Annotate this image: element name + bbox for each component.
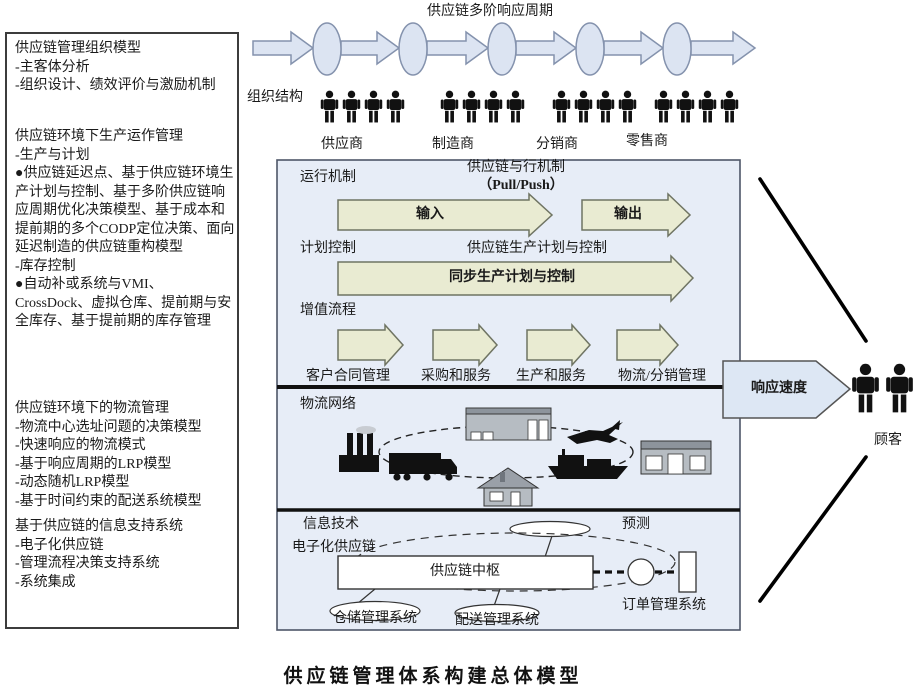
role-group-retailer xyxy=(654,88,739,125)
customer-label: 顾客 xyxy=(874,433,902,448)
role-group-distributor xyxy=(552,88,637,125)
value-arrow-label-2: 采购和服务 xyxy=(421,369,491,384)
person-silhouette-icon xyxy=(886,363,913,413)
input-arrow-label: 输入 xyxy=(416,207,444,222)
supply-chain-cycle-arrows xyxy=(252,22,757,76)
person-silhouette-icon xyxy=(720,90,739,123)
converge-line-top xyxy=(758,177,868,343)
input-arrow xyxy=(337,192,554,238)
cycle-node-ellipse xyxy=(487,22,517,76)
hub-label: 供应链中枢 xyxy=(430,564,500,579)
sidebar-block-logistics: 供应链环境下的物流管理 -物流中心选址问题的决策模型 -快速响应的物流模式 -基… xyxy=(15,401,202,509)
value-arrow-2 xyxy=(432,323,499,367)
value-process-label: 增值流程 xyxy=(300,303,356,318)
value-arrow-label-3: 生产和服务 xyxy=(516,369,586,384)
role-group-supplier xyxy=(320,88,405,125)
esc-dashed-ellipse xyxy=(354,532,676,592)
slide-title: 供应链管理体系构建总体模型 xyxy=(283,666,583,687)
plan-header: 供应链生产计划与控制 xyxy=(467,241,607,256)
customer-group xyxy=(851,358,914,418)
person-silhouette-icon xyxy=(552,90,571,123)
person-silhouette-icon xyxy=(596,90,615,123)
cycle-node-ellipse xyxy=(575,22,605,76)
person-silhouette-icon xyxy=(462,90,481,123)
person-silhouette-icon xyxy=(574,90,593,123)
value-arrow-4 xyxy=(616,323,680,367)
forecast-ellipse xyxy=(509,520,591,538)
output-arrow-label: 输出 xyxy=(614,207,642,222)
order-node-circle xyxy=(627,558,655,586)
sync-arrow-label: 同步生产计划与控制 xyxy=(449,270,575,285)
connector-line xyxy=(544,535,553,558)
value-arrow-label-1: 客户合同管理 xyxy=(306,369,390,384)
org-structure-label: 组织结构 xyxy=(247,90,303,105)
speed-arrow-label: 响应速度 xyxy=(751,381,807,396)
dms-label: 配送管理系统 xyxy=(455,613,539,628)
ship-icon xyxy=(548,449,628,479)
sidebar-research-topics: 供应链管理组织模型 -主客体分析 -组织设计、绩效评价与激励机制 供应链环境下生… xyxy=(5,32,239,629)
connector-line xyxy=(493,588,501,607)
pull-push-subheader: （Pull/Push） xyxy=(478,178,564,193)
person-silhouette-icon xyxy=(440,90,459,123)
it-label: 信息技术 xyxy=(303,517,359,532)
role-label-distributor: 分销商 xyxy=(536,137,578,152)
warehouse-icon xyxy=(465,407,552,441)
person-silhouette-icon xyxy=(654,90,673,123)
person-silhouette-icon xyxy=(386,90,405,123)
factory-icon xyxy=(339,426,379,472)
plan-control-label: 计划控制 xyxy=(300,241,356,256)
run-mechanism-label: 运行机制 xyxy=(300,170,356,185)
forecast-label: 预测 xyxy=(622,517,650,532)
esc-label: 电子化供应链 xyxy=(292,540,376,555)
connector-line xyxy=(356,588,376,605)
mechanism-header: 供应链与行机制 xyxy=(467,160,565,175)
house-icon xyxy=(476,467,540,507)
sidebar-block-production: 供应链环境下生产运作管理 -生产与计划 ●供应链延迟点、基于供应链环境生产计划与… xyxy=(15,129,235,329)
person-silhouette-icon xyxy=(506,90,525,123)
main-panel xyxy=(276,159,741,631)
logistics-loop-ellipse xyxy=(378,425,634,479)
role-label-supplier: 供应商 xyxy=(321,137,363,152)
cycle-node-ellipse xyxy=(398,22,428,76)
cycle-node-ellipse xyxy=(312,22,342,76)
wms-label: 仓储管理系统 xyxy=(333,611,417,626)
person-silhouette-icon xyxy=(484,90,503,123)
order-system-box xyxy=(678,551,697,593)
value-arrow-label-4: 物流/分销管理 xyxy=(618,369,706,384)
store-icon xyxy=(640,440,712,475)
person-silhouette-icon xyxy=(852,363,879,413)
logistics-network-label: 物流网络 xyxy=(300,397,356,412)
role-group-manufacturer xyxy=(440,88,525,125)
role-label-manufacturer: 制造商 xyxy=(432,137,474,152)
person-silhouette-icon xyxy=(618,90,637,123)
truck-icon xyxy=(389,453,457,481)
cycle-node-ellipse xyxy=(662,22,692,76)
converge-line-bottom xyxy=(758,455,868,603)
person-silhouette-icon xyxy=(342,90,361,123)
role-label-retailer: 零售商 xyxy=(626,134,668,149)
person-silhouette-icon xyxy=(320,90,339,123)
person-silhouette-icon xyxy=(364,90,383,123)
sidebar-block-information: 基于供应链的信息支持系统 -电子化供应链 -管理流程决策支持系统 -系统集成 xyxy=(15,519,183,590)
airplane-icon xyxy=(567,420,623,444)
person-silhouette-icon xyxy=(676,90,695,123)
value-arrow-1 xyxy=(337,323,405,367)
value-arrow-3 xyxy=(526,323,592,367)
sidebar-block-organization: 供应链管理组织模型 -主客体分析 -组织设计、绩效评价与激励机制 xyxy=(15,41,216,93)
order-system-label: 订单管理系统 xyxy=(622,598,706,613)
cycle-title: 供应链多阶响应周期 xyxy=(427,4,553,19)
person-silhouette-icon xyxy=(698,90,717,123)
